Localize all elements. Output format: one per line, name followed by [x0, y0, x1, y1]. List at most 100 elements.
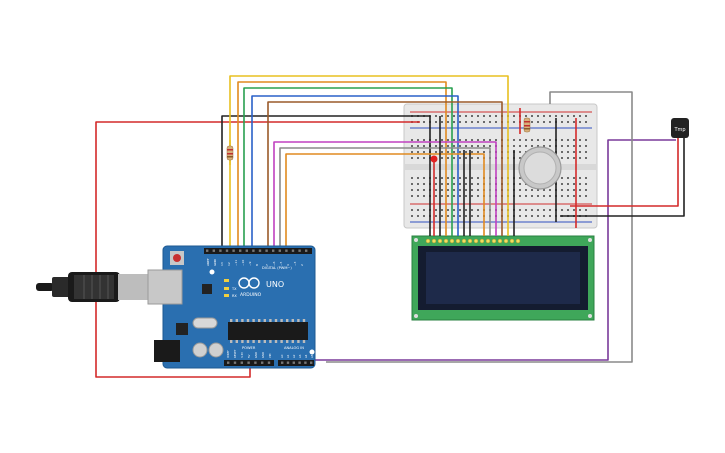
breadboard-hole: [465, 183, 467, 185]
pin-label-a3: A3: [298, 354, 302, 358]
lcd-mount-hole: [414, 238, 418, 242]
breadboard-hole: [477, 151, 479, 153]
label-tx: TX: [231, 287, 237, 291]
atmega-chip-pins: [230, 319, 306, 343]
breadboard-hole: [573, 183, 575, 185]
breadboard-hole: [417, 151, 419, 153]
breadboard-hole: [513, 145, 515, 147]
breadboard-hole: [585, 145, 587, 147]
wire-gray: [279, 147, 491, 250]
breadboard-hole: [471, 115, 473, 117]
breadboard-hole: [447, 215, 449, 217]
breadboard-hole: [441, 209, 443, 211]
breadboard-hole: [561, 151, 563, 153]
pin-label-10: ~10: [241, 260, 245, 266]
capacitor: [192, 342, 208, 358]
breadboard-hole: [561, 115, 563, 117]
digital-pin-labels: AREF GND 13 12 ~11 ~10 ~9 8 7 ~6 ~5 4 ~3…: [206, 258, 304, 266]
wire-orange: [237, 81, 447, 250]
breadboard-hole: [453, 183, 455, 185]
power-pin: [247, 361, 250, 364]
breadboard-hole: [435, 115, 437, 117]
power-pin: [254, 361, 257, 364]
breadboard-hole: [543, 139, 545, 141]
breadboard-hole: [447, 157, 449, 159]
breadboard-hole: [567, 151, 569, 153]
breadboard-hole: [573, 177, 575, 179]
breadboard-hole: [585, 139, 587, 141]
usb-port: [147, 269, 183, 305]
lcd-pin: [431, 238, 437, 244]
breadboard-hole: [459, 189, 461, 191]
lcd-display: [411, 235, 595, 321]
digital-pwm-label: DIGITAL (PWM~): [262, 266, 292, 270]
arduino-uno-board: TX RX ARDUINO UNO AREF GND 13 12 ~11 ~10…: [36, 245, 316, 369]
breadboard-hole: [435, 177, 437, 179]
chip-pin: [291, 340, 294, 343]
pin-label-9: ~9: [248, 261, 252, 266]
breadboard-hole: [519, 139, 521, 141]
breadboard-hole: [447, 145, 449, 147]
breadboard-hole: [471, 151, 473, 153]
power-pin: [227, 361, 230, 364]
breadboard-hole: [537, 209, 539, 211]
breadboard-hole: [561, 157, 563, 159]
breadboard-hole: [585, 195, 587, 197]
crystal: [192, 317, 218, 329]
digital-pin: [305, 249, 308, 252]
breadboard-hole: [453, 151, 455, 153]
breadboard-hole: [453, 121, 455, 123]
breadboard-hole: [489, 145, 491, 147]
breadboard-hole: [435, 139, 437, 141]
lcd-pin: [449, 238, 455, 244]
breadboard-hole: [483, 121, 485, 123]
wire-sensor-red: [570, 138, 679, 207]
breadboard-hole: [525, 195, 527, 197]
wire-purple-sensor: [314, 139, 676, 361]
breadboard-hole: [441, 121, 443, 123]
breadboard-hole: [465, 215, 467, 217]
lcd-mount-hole: [588, 314, 592, 318]
capacitor: [208, 342, 224, 358]
breadboard-hole: [441, 151, 443, 153]
chip-pin: [269, 340, 272, 343]
breadboard-hole: [585, 115, 587, 117]
breadboard-hole: [453, 215, 455, 217]
breadboard-hole: [513, 115, 515, 117]
breadboard-hole: [567, 157, 569, 159]
breadboard-hole: [561, 209, 563, 211]
breadboard-hole: [477, 115, 479, 117]
breadboard-hole: [585, 151, 587, 153]
breadboard-hole: [417, 139, 419, 141]
digital-pin: [206, 249, 209, 252]
breadboard-hole: [471, 209, 473, 211]
breadboard-hole: [477, 145, 479, 147]
breadboard-hole: [465, 157, 467, 159]
breadboard-hole: [579, 157, 581, 159]
breadboard-hole: [525, 139, 527, 141]
breadboard-hole: [585, 177, 587, 179]
breadboard-hole: [573, 121, 575, 123]
breadboard-hole: [471, 157, 473, 159]
wire-red-5v: [95, 121, 420, 378]
pin-label-aref: AREF: [206, 258, 210, 266]
breadboard-hole: [525, 209, 527, 211]
wire-gray-long: [326, 91, 633, 363]
breadboard-hole: [417, 189, 419, 191]
chip-pin: [241, 340, 244, 343]
breadboard-hole: [567, 183, 569, 185]
breadboard-hole: [519, 209, 521, 211]
breadboard-hole: [525, 215, 527, 217]
lcd-pin: [455, 238, 461, 244]
digital-pin: [278, 249, 281, 252]
breadboard-hole: [477, 215, 479, 217]
power-pin: [261, 361, 264, 364]
analog-header: [278, 360, 314, 366]
pin-label-3v3: 3.3V: [240, 352, 244, 358]
breadboard-hole: [531, 209, 533, 211]
breadboard-hole: [471, 121, 473, 123]
breadboard-hole: [531, 115, 533, 117]
lcd-pin: [515, 238, 521, 244]
chip-pin: [235, 340, 238, 343]
breadboard-hole: [531, 139, 533, 141]
